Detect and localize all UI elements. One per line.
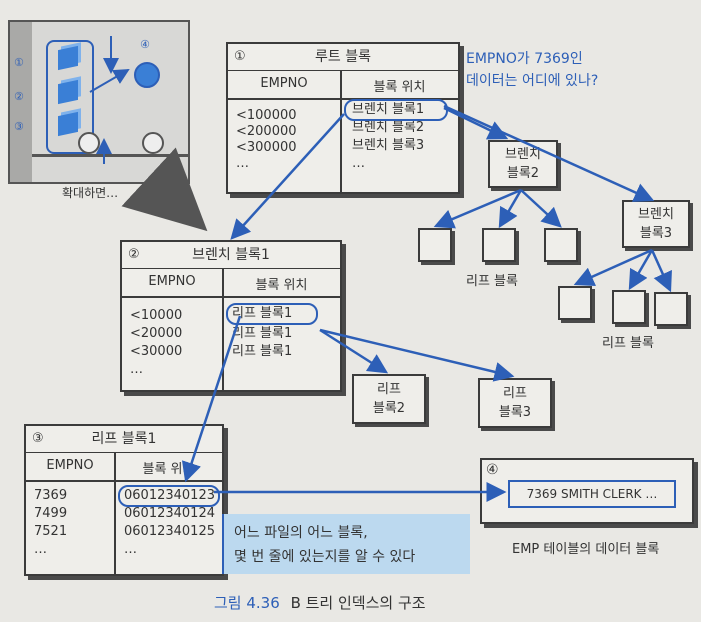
branch-block-1-title: 브렌치 블록1 [122, 242, 340, 269]
root-pointer: 브렌치 블록1 [352, 102, 425, 117]
leaf1-pointer: … [124, 542, 137, 557]
root-pointer: 브렌치 블록2 [352, 120, 425, 135]
branch1-key: <30000 [130, 344, 183, 359]
branch1-key: <10000 [130, 308, 183, 323]
root-key: … [236, 156, 249, 171]
leaf-block [558, 286, 592, 320]
leaf1-key: 7499 [34, 506, 68, 521]
leaf-block-1-number: ③ [32, 431, 44, 446]
leaf-block [482, 228, 516, 262]
leaf-block-1-title: 리프 블록1 [26, 426, 222, 453]
leaf3-line-1: 리프 [503, 386, 527, 401]
thumbnail-step-2: ② [14, 90, 24, 103]
leaf1-col-empno: EMPNO [46, 458, 94, 473]
leaf-block-2: 리프 블록2 [352, 374, 426, 424]
cube-icon-target [134, 62, 160, 88]
branch1-pointer: 리프 블록1 [232, 306, 293, 321]
leaf1-key: … [34, 542, 47, 557]
thumbnail-caption: 확대하면… [62, 186, 119, 200]
question-line-1: EMPNO가 7369인 [466, 51, 583, 67]
thumbnail-step-4: ④ [140, 38, 150, 51]
branch-block-1-number: ② [128, 247, 140, 262]
branch-block-1: 브렌치 블록1 ② EMPNO 블록 위치 <10000 <20000 <300… [120, 240, 342, 392]
branch3-line-2: 블록3 [639, 226, 673, 241]
branch1-pointer: 리프 블록1 [232, 344, 293, 359]
leaf-block [654, 292, 688, 326]
root-block-title: 루트 블록 [228, 44, 458, 71]
thumbnail-step-3: ③ [14, 120, 24, 133]
thumbnail-panel: ① ② ③ ④ [8, 20, 190, 184]
data-block-caption: EMP 테이블의 데이터 블록 [512, 542, 660, 557]
leaf1-pointer-highlight [118, 485, 220, 507]
root-col-location: 블록 위치 [373, 80, 426, 95]
leaf3-line-2: 블록3 [498, 405, 532, 420]
data-block-row-text: 7369 SMITH CLERK … [526, 487, 658, 501]
branch2-line-1: 브렌치 [505, 147, 541, 162]
thumbnail-highlight [46, 40, 94, 154]
root-key: <300000 [236, 140, 297, 155]
leaf-blocks-label-b: 리프 블록 [602, 336, 654, 351]
root-pointer: … [352, 156, 365, 171]
leaf-block [418, 228, 452, 262]
leaf-block-3: 리프 블록3 [478, 378, 552, 428]
branch1-col-empno: EMPNO [148, 274, 196, 289]
leaf2-line-2: 블록2 [372, 401, 406, 416]
branch3-line-1: 브렌치 [638, 207, 674, 222]
note-line-1: 어느 파일의 어느 블록, [234, 525, 368, 541]
data-block-row: 7369 SMITH CLERK … [508, 480, 676, 508]
branch1-key: … [130, 362, 143, 377]
figure-title: B 트리 인덱스의 구조 [290, 594, 426, 612]
root-key: <200000 [236, 124, 297, 139]
branch2-line-2: 블록2 [506, 166, 540, 181]
leaf1-key: 7369 [34, 488, 68, 503]
figure-caption: 그림 4.36 B 트리 인덱스의 구조 [214, 592, 426, 613]
leaf-block [612, 290, 646, 324]
branch-block-3: 브렌치 블록3 [622, 200, 690, 248]
root-key: <100000 [236, 108, 297, 123]
root-col-empno: EMPNO [260, 76, 308, 91]
leaf1-col-location: 블록 위치 [142, 462, 195, 477]
figure-number: 그림 4.36 [214, 594, 280, 612]
note-callout: 어느 파일의 어느 블록, 몇 번 줄에 있는지를 알 수 있다 [222, 514, 470, 574]
thumbnail-step-1: ① [14, 56, 24, 69]
root-pointer: 브렌치 블록3 [352, 138, 425, 153]
branch1-pointer-highlight [226, 303, 318, 325]
leaf2-line-1: 리프 [377, 382, 401, 397]
question-line-2: 데이터는 어디에 있나? [466, 73, 599, 89]
leaf-block-1: 리프 블록1 ③ EMPNO 블록 위치 7369 7499 7521 … 06… [24, 424, 224, 576]
emp-data-block: ④ 7369 SMITH CLERK … [480, 458, 694, 524]
leaf-block [544, 228, 578, 262]
branch1-pointer: 리프 블록1 [232, 326, 293, 341]
branch1-col-location: 블록 위치 [255, 278, 308, 293]
leaf-blocks-label-a: 리프 블록 [466, 274, 518, 289]
leaf1-pointer: 06012340123 [124, 488, 215, 503]
data-block-number: ④ [486, 462, 499, 478]
branch1-key: <20000 [130, 326, 183, 341]
leaf1-key: 7521 [34, 524, 68, 539]
leaf1-pointer: 06012340125 [124, 524, 215, 539]
root-block-number: ① [234, 49, 246, 64]
root-block: 루트 블록 ① EMPNO 블록 위치 <100000 <200000 <300… [226, 42, 460, 194]
note-line-2: 몇 번 줄에 있는지를 알 수 있다 [234, 549, 416, 565]
thumbnail-floor [32, 154, 188, 157]
leaf1-pointer: 06012340124 [124, 506, 215, 521]
